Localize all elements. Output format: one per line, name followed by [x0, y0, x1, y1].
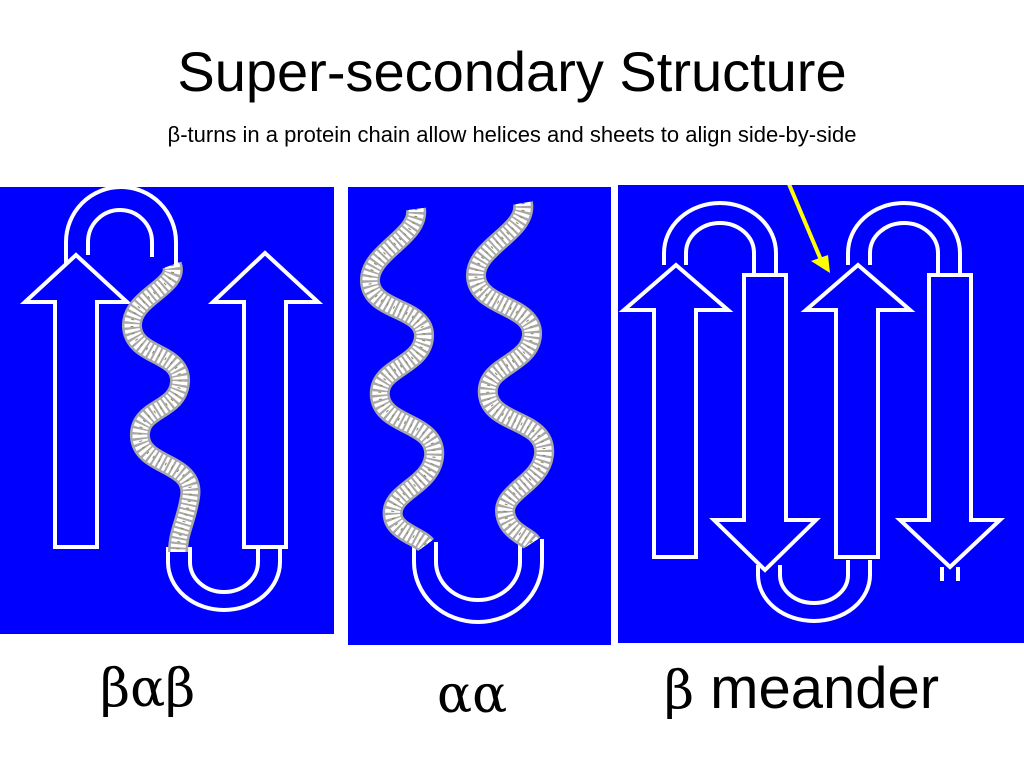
alpha-alpha-label: αα: [437, 665, 508, 725]
beta-meander-symbol: β: [664, 661, 695, 721]
beta-meander-text: meander: [694, 656, 940, 721]
beta-strand-down-arrow-1: [709, 273, 821, 573]
alpha-helix-right: [466, 201, 555, 550]
bottom-turn-loop: [412, 539, 544, 624]
beta-strand-arrow-left: [19, 252, 133, 549]
beta-strand-arrow-right: [207, 250, 324, 549]
beta-meander-panel: [618, 185, 1024, 643]
beta-symbol: β: [167, 122, 181, 147]
beta-strand-down-arrow-2: [894, 273, 1006, 570]
beta-strand-up-arrow-1: [618, 262, 734, 559]
beta-meander-diagram: [618, 185, 1024, 643]
beta-alpha-beta-diagram: [0, 187, 334, 634]
turn-pointer-arrow: [787, 185, 830, 273]
slide-subtitle: β-turns in a protein chain allow helices…: [0, 120, 1024, 150]
strand-tail-ticks: [940, 567, 960, 581]
beta-strand-up-arrow-2: [800, 262, 916, 559]
top-turn-loop-left: [662, 201, 778, 275]
alpha-helix: [122, 261, 201, 553]
alpha-helix-left: [360, 207, 445, 553]
slide-title: Super-secondary Structure: [177, 40, 847, 103]
top-turn-loop: [64, 187, 178, 267]
alpha-alpha-diagram: [348, 187, 611, 645]
bottom-turn-loop: [166, 545, 282, 612]
bottom-turn-loop: [756, 560, 872, 623]
beta-alpha-beta-label: βαβ: [100, 659, 196, 719]
alpha-alpha-panel: [348, 187, 611, 645]
beta-meander-label: β meander: [664, 654, 939, 726]
subtitle-text: -turns in a protein chain allow helices …: [180, 122, 857, 147]
top-turn-loop-right: [846, 201, 962, 275]
beta-alpha-beta-panel: [0, 187, 334, 634]
